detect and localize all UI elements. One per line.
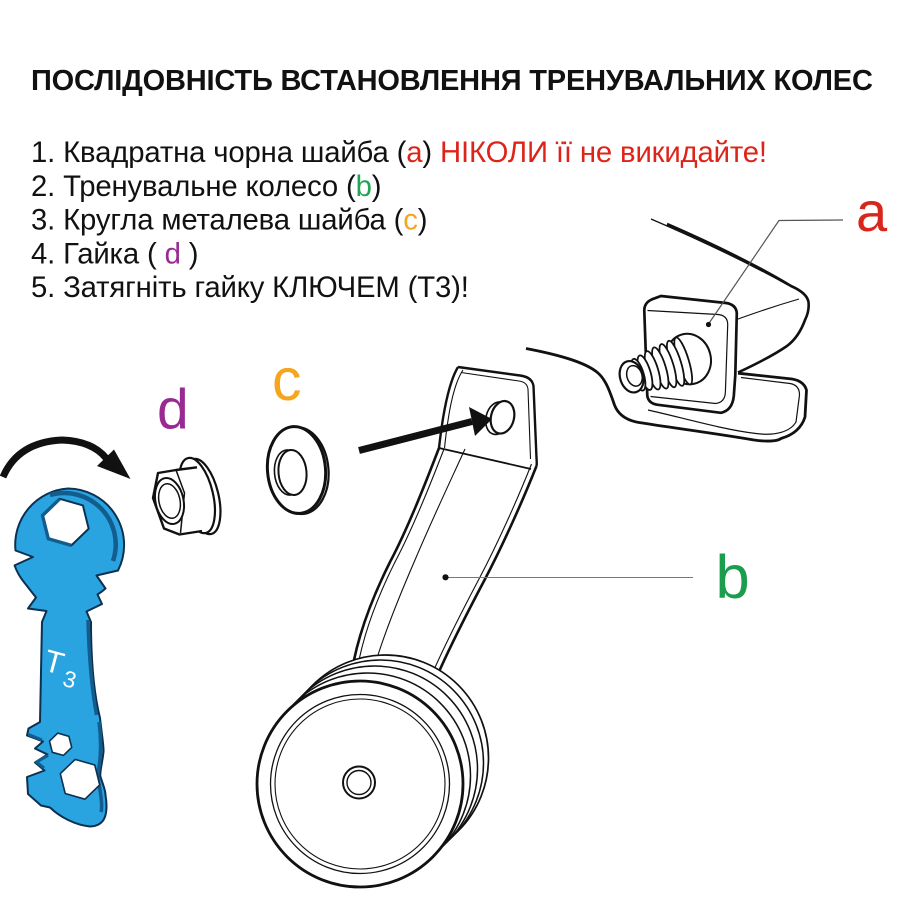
svg-text:2. Тренувальне колесо (b): 2. Тренувальне колесо (b) xyxy=(31,170,381,203)
svg-text:c: c xyxy=(272,347,302,413)
svg-text:4. Гайка ( d ): 4. Гайка ( d ) xyxy=(31,237,198,270)
svg-text:a: a xyxy=(856,180,888,243)
svg-text:b: b xyxy=(716,543,750,612)
svg-text:1. Квадратна чорна шайба (a) Н: 1. Квадратна чорна шайба (a) НІКОЛИ її н… xyxy=(31,136,767,169)
svg-text:d: d xyxy=(157,378,189,442)
svg-text:5. Затягніть гайку КЛЮЧЕМ (Т3): 5. Затягніть гайку КЛЮЧЕМ (Т3)! xyxy=(31,271,469,304)
svg-text:ПОСЛІДОВНІСТЬ ВСТАНОВЛЕННЯ ТРЕ: ПОСЛІДОВНІСТЬ ВСТАНОВЛЕННЯ ТРЕНУВАЛЬНИХ … xyxy=(31,65,873,97)
svg-text:3. Кругла металева шайба (c): 3. Кругла металева шайба (c) xyxy=(31,204,427,237)
